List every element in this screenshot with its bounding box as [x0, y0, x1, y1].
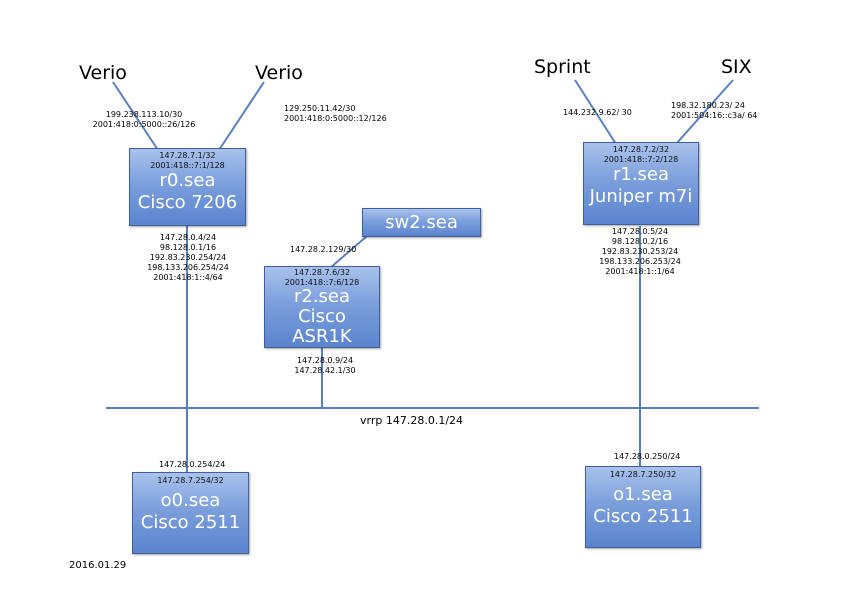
addr-line: 198.32.180.23/ 24	[671, 101, 745, 110]
router-box-o1[interactable]: 147.28.7.250/32 o1.sea Cisco 2511	[585, 466, 701, 548]
addr-line: 2001:418:1::4/64	[153, 273, 223, 282]
addr-line: 144.232.9.62/ 30	[563, 108, 632, 117]
r2-model-line1: Cisco	[298, 306, 346, 327]
link-verio-left	[112, 81, 159, 151]
addr-line: 147.28.42.1/30	[294, 366, 356, 375]
sw2-hostname: sw2.sea	[385, 212, 458, 233]
r2-lan-addresses: 147.28.0.9/24 147.28.42.1/30	[280, 356, 370, 376]
router-box-r2[interactable]: 147.28.7.6/32 2001:418::7:6/128 r2.sea C…	[264, 266, 380, 348]
addr-line: 199.238.113.10/30	[105, 110, 183, 119]
switch-box-sw2[interactable]: sw2.sea	[362, 208, 481, 237]
addr-line: 2001:418:0:5000::26/126	[92, 120, 196, 129]
r2-hostname: r2.sea	[293, 286, 351, 307]
r2-loopback-v6: 2001:418::7:6/128	[284, 277, 360, 287]
o0-model: Cisco 2511	[140, 511, 241, 533]
addr-line: 98.128.0.2/16	[611, 237, 669, 246]
peer-label-sprint: Sprint	[534, 56, 591, 78]
r0-hostname: r0.sea	[159, 170, 216, 191]
link-sprint	[574, 79, 617, 145]
addr-line: 147.28.0.9/24	[296, 356, 354, 365]
o0-hostname: o0.sea	[160, 489, 221, 511]
diagram-date: 2016.01.29	[69, 560, 127, 571]
r0-lan-addresses: 147.28.0.4/24 98.128.0.1/16 192.83.230.2…	[138, 233, 238, 283]
o1-loopback: 147.28.7.250/32	[609, 470, 677, 479]
addr-line: 129.250.11.42/30	[284, 104, 356, 113]
r1-hostname: r1.sea	[612, 164, 670, 185]
router-box-o0[interactable]: 147.28.7.254/32 o0.sea Cisco 2511	[132, 472, 249, 554]
router-box-r1[interactable]: 147.28.7.2/32 2001:418::7:2/128 r1.sea J…	[583, 142, 699, 225]
vrrp-segment-label: vrrp 147.28.0.1/24	[360, 414, 464, 427]
addr-line: 192.83.230.254/24	[149, 253, 227, 262]
o1-model: Cisco 2511	[593, 505, 693, 527]
sw2-uplink-address: 147.28.2.129/30	[290, 245, 357, 254]
r0-loopback-v4: 147.28.7.1/32	[159, 151, 216, 160]
addr-line: 198.133.206.253/24	[599, 257, 681, 266]
addr-line: 147.28.0.4/24	[159, 233, 217, 242]
sprint-link-address: 144.232.9.62/ 30	[563, 108, 632, 118]
peer-label-verio-right: Verio	[255, 62, 303, 84]
r2-model-line2: ASR1K	[292, 326, 352, 347]
addr-line: 2001:418:0:5000::12/126	[284, 114, 387, 123]
link-sw2-r2	[329, 235, 368, 269]
o0-loopback: 147.28.7.254/32	[157, 476, 224, 485]
r1-loopback-v6: 2001:418::7:2/128	[603, 154, 679, 164]
r1-loopback-v4: 147.28.7.2/32	[612, 145, 670, 154]
r0-loopback-v6: 2001:418::7:1/128	[150, 160, 225, 170]
addr-line: 2001:504:16::c3a/ 64	[671, 111, 758, 120]
o0-lan-address: 147.28.0.254/24	[159, 460, 226, 469]
addr-line: 98.128.0.1/16	[159, 243, 217, 252]
r0-model: Cisco 7206	[137, 192, 238, 213]
addr-line: 192.83.230.253/24	[601, 247, 679, 256]
o1-lan-address: 147.28.0.250/24	[614, 452, 681, 461]
link-six	[675, 79, 734, 145]
link-verio-right	[218, 81, 265, 151]
peer-label-six: SIX	[721, 56, 752, 78]
addr-line: 147.28.0.5/24	[611, 227, 669, 236]
six-link-addresses: 198.32.180.23/ 24 2001:504:16::c3a/ 64	[671, 101, 757, 121]
addr-line: 198.133.206.254/24	[147, 263, 229, 272]
verio-right-link-addresses: 129.250.11.42/30 2001:418:0:5000::12/126	[284, 104, 387, 124]
peer-label-verio-left: Verio	[79, 62, 127, 84]
r2-loopback-v4: 147.28.7.6/32	[293, 268, 351, 277]
addr-line: 2001:418:1::1/64	[605, 267, 675, 276]
r1-model: Juniper m7i	[589, 186, 693, 207]
o1-hostname: o1.sea	[613, 483, 673, 505]
verio-left-link-addresses: 199.238.113.10/30 2001:418:0:5000::26/12…	[75, 110, 213, 130]
router-box-r0[interactable]: 147.28.7.1/32 2001:418::7:1/128 r0.sea C…	[129, 148, 246, 226]
r1-lan-addresses: 147.28.0.5/24 98.128.0.2/16 192.83.230.2…	[590, 227, 690, 277]
